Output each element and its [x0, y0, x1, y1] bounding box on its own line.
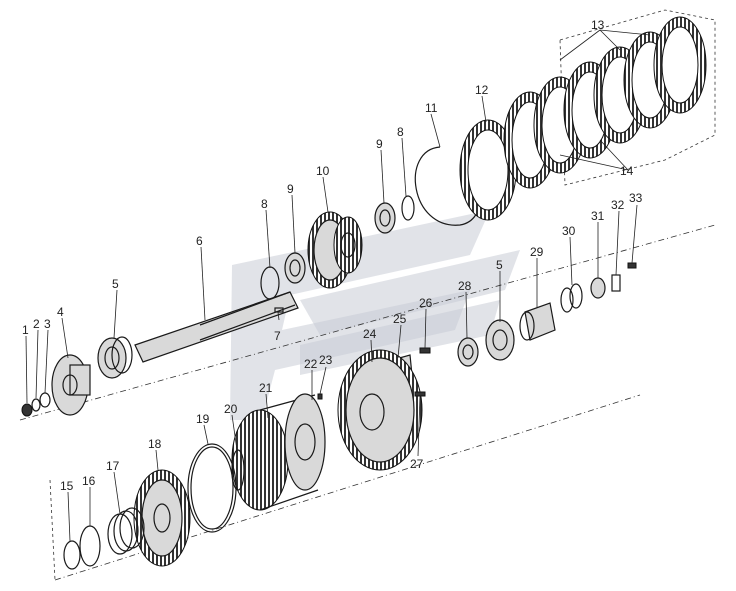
callout-6: 6: [196, 234, 203, 248]
callout-11: 11: [425, 101, 438, 115]
callout-16: 16: [82, 474, 96, 488]
callout-27: 27: [410, 457, 424, 471]
gear-10: [307, 211, 363, 289]
assembly-axis-lines: [19, 9, 716, 581]
callout-9-right: 9: [376, 137, 383, 151]
callout-18: 18: [148, 437, 162, 451]
callout-29: 29: [530, 245, 544, 259]
nut-1: [21, 403, 33, 417]
seal-rings-30: [560, 283, 583, 313]
callout-22: 22: [304, 357, 318, 371]
callout-5-right: 5: [496, 258, 503, 272]
callout-20: 20: [224, 402, 238, 416]
bolt-33: [627, 262, 637, 269]
callout-23: 23: [319, 353, 333, 367]
callout-12: 12: [475, 83, 489, 97]
callout-24: 24: [363, 327, 377, 341]
clutch-plate-12: [459, 119, 517, 221]
o-ring-19: [187, 443, 237, 533]
flange-4: [51, 354, 91, 416]
bearing-9-right: [374, 202, 396, 234]
bearing-5-left: [97, 336, 133, 379]
bearing-9-left: [284, 252, 306, 284]
callout-5-left: 5: [112, 277, 119, 291]
snap-ring-15: [63, 540, 81, 570]
callout-7: 7: [274, 329, 281, 343]
callout-17: 17: [106, 459, 120, 473]
gear-hub-24: [337, 349, 423, 471]
callout-19: 19: [196, 412, 210, 426]
callout-28: 28: [458, 279, 472, 293]
retainer-16: [79, 525, 101, 567]
callout-21: 21: [259, 381, 273, 395]
callout-30: 30: [562, 224, 576, 238]
callout-9-left: 9: [287, 182, 294, 196]
callout-8-right: 8: [397, 125, 404, 139]
gear-18: [133, 469, 191, 567]
callout-4: 4: [57, 305, 64, 319]
callout-8-left: 8: [261, 197, 268, 211]
washer-31: [590, 277, 606, 299]
shaft-6: [134, 291, 299, 363]
snap-ring-8-right: [401, 195, 415, 221]
bearing-5-right: [485, 319, 515, 361]
callout-13: 13: [591, 18, 605, 32]
lock-plate-32: [611, 274, 621, 292]
key-7: [274, 307, 284, 313]
callout-14: 14: [620, 164, 634, 178]
callout-labels: 1 2 3 4 5 6 7 8 9 10 9 8 11 12 13 14 5 2…: [22, 18, 643, 493]
callout-3: 3: [44, 317, 51, 331]
clutch-pack-13-14: [503, 16, 707, 189]
bearing-28: [457, 337, 479, 367]
callout-31: 31: [591, 209, 605, 223]
washer-2: [31, 398, 41, 412]
washer-3: [39, 392, 51, 408]
sleeve-29: [519, 302, 556, 341]
callout-15: 15: [60, 479, 74, 493]
callout-33: 33: [629, 191, 643, 205]
callout-26: 26: [419, 296, 433, 310]
bolt-26: [419, 347, 431, 354]
clutch-drum-21: [231, 393, 326, 511]
pin-27: [414, 391, 426, 397]
callout-32: 32: [611, 198, 625, 212]
leader-lines: [25, 29, 651, 542]
callout-1: 1: [22, 323, 29, 337]
callout-25: 25: [393, 312, 407, 326]
seal-ring-20: [231, 449, 245, 491]
callout-10: 10: [316, 164, 330, 178]
callout-2: 2: [33, 317, 40, 331]
